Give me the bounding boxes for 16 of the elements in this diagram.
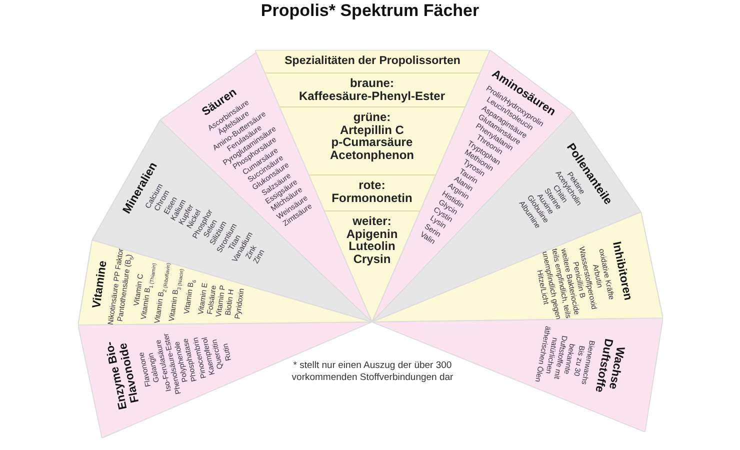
band-text: Kaffeesäure-Phenyl-Ester	[298, 90, 446, 102]
band-text: grüne:	[352, 111, 392, 124]
diagram-title: Propolis* Spektrum Fächer	[260, 1, 480, 21]
band-text: p-Cumarsäure	[330, 136, 414, 149]
band-text: Luteolin	[348, 240, 396, 253]
band-text: Artepillin C	[338, 124, 405, 136]
footnote-text: * stellt nur einen Auszug der über 300 vorkommenden Stoffverbindungen dar	[290, 360, 454, 384]
band-text: Acetonphenon	[328, 148, 415, 162]
section-heading: Spezialitäten der Propolissorten	[284, 54, 462, 69]
band-text: Crysin	[352, 252, 392, 266]
band-text: rote:	[358, 179, 386, 192]
category-heading: Vitamine	[90, 259, 110, 310]
band-text: weiter:	[352, 215, 392, 228]
band-text: braune:	[348, 77, 395, 90]
band-text: Formononetin	[330, 192, 414, 204]
band-text: Apigenin	[345, 228, 399, 240]
